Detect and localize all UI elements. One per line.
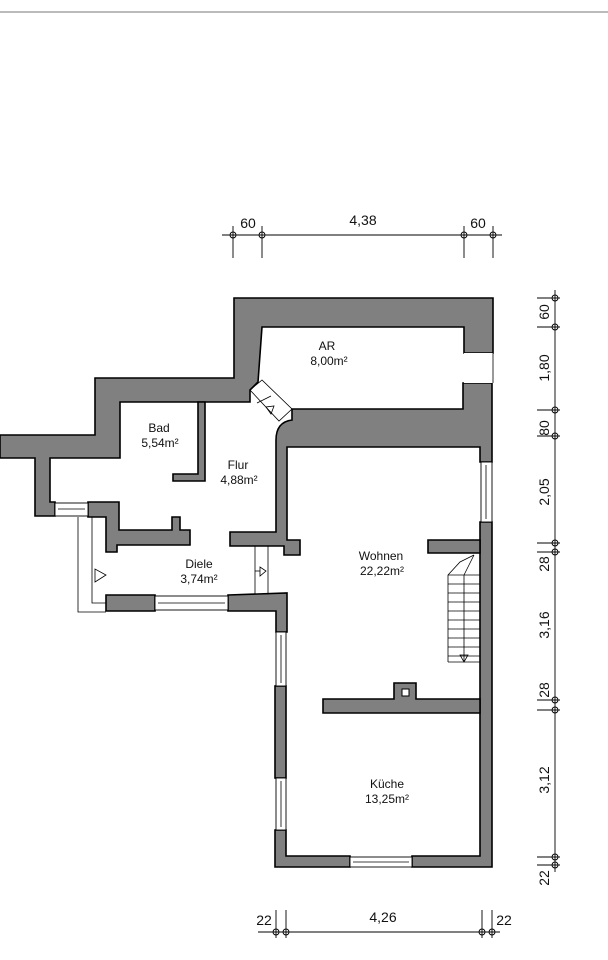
dim-bottom-3: 22 bbox=[496, 912, 512, 928]
dim-tick-mark bbox=[551, 853, 559, 861]
dim-bottom-2: 4,26 bbox=[369, 909, 396, 925]
wall-diele-south-right bbox=[227, 592, 288, 633]
wall-bad-flur bbox=[172, 401, 206, 482]
dim-right-2: 1,80 bbox=[536, 354, 552, 381]
wall-east-south bbox=[411, 521, 493, 868]
stair-arrow-icon bbox=[459, 654, 469, 663]
room-area-diele: 3,74m² bbox=[180, 572, 217, 586]
wall-wohnen-kueche bbox=[322, 682, 481, 714]
room-area-bad: 5,54m² bbox=[141, 436, 178, 450]
room-name-ar: AR bbox=[319, 339, 336, 353]
dim-bottom-1: 22 bbox=[256, 912, 272, 928]
wall-stair-stub bbox=[427, 539, 481, 554]
room-area-ar: 8,00m² bbox=[310, 354, 347, 368]
wall-west-mid bbox=[274, 685, 287, 779]
wall-diele-south-left bbox=[105, 594, 156, 612]
wall-flur-wohnen bbox=[229, 382, 493, 556]
room-name-flur: Flur bbox=[228, 458, 249, 472]
window-bad bbox=[54, 502, 89, 517]
walls bbox=[0, 297, 494, 868]
dim-tick-mark bbox=[551, 548, 559, 556]
right-dimension: 60 1,80 80 2,05 28 3,16 28 3,12 22 bbox=[536, 290, 560, 886]
dim-top-1: 60 bbox=[240, 215, 256, 231]
wall-south bbox=[274, 829, 351, 868]
dim-right-3: 80 bbox=[536, 420, 552, 436]
top-dimension: 60 4,38 60 bbox=[222, 212, 502, 258]
windows bbox=[54, 353, 494, 868]
room-name-kueche: Küche bbox=[370, 777, 404, 791]
dim-right-6: 3,16 bbox=[536, 611, 552, 638]
room-name-diele: Diele bbox=[185, 557, 213, 571]
door-ar[interactable] bbox=[249, 379, 293, 422]
room-area-kueche: 13,25m² bbox=[365, 792, 409, 806]
dim-tick-mark bbox=[551, 294, 559, 302]
door-entrance-frame bbox=[77, 517, 106, 613]
dim-top-2: 4,38 bbox=[349, 212, 376, 228]
room-area-flur: 4,88m² bbox=[220, 473, 257, 487]
dim-tick-mark bbox=[551, 861, 559, 869]
wall-bad-diele bbox=[87, 501, 191, 553]
staircase bbox=[447, 554, 480, 663]
doors[interactable] bbox=[77, 379, 293, 613]
dim-right-9: 22 bbox=[536, 870, 552, 886]
door-diele-wohnen[interactable] bbox=[254, 545, 269, 595]
dim-top-3: 60 bbox=[470, 215, 486, 231]
dim-tick-mark bbox=[551, 696, 559, 704]
room-area-wohnen: 22,22m² bbox=[360, 564, 404, 578]
dim-tick-mark bbox=[551, 323, 559, 331]
dim-tick-mark bbox=[551, 406, 559, 414]
chimney-flue bbox=[401, 688, 410, 697]
room-name-wohnen: Wohnen bbox=[359, 549, 403, 563]
dim-right-4: 2,05 bbox=[536, 478, 552, 505]
dim-right-7: 28 bbox=[536, 682, 552, 698]
entrance-arrow-icon bbox=[94, 568, 107, 583]
opening-ar bbox=[464, 353, 493, 383]
bottom-dimension: 22 4,26 22 bbox=[256, 909, 512, 938]
dim-right-1: 60 bbox=[536, 304, 552, 320]
door-ar-arrow-icon bbox=[265, 405, 275, 415]
door-arrow-icon bbox=[259, 566, 267, 577]
window-wohnen-east bbox=[480, 461, 493, 523]
room-labels: AR 8,00m² Bad 5,54m² Flur 4,88m² Diele 3… bbox=[141, 339, 409, 806]
room-name-bad: Bad bbox=[148, 421, 169, 435]
dim-right-8: 3,12 bbox=[536, 766, 552, 793]
dim-tick-mark bbox=[551, 432, 559, 440]
dim-tick-mark bbox=[551, 706, 559, 714]
dim-tick-mark bbox=[551, 539, 559, 547]
dim-right-5: 28 bbox=[536, 556, 552, 572]
